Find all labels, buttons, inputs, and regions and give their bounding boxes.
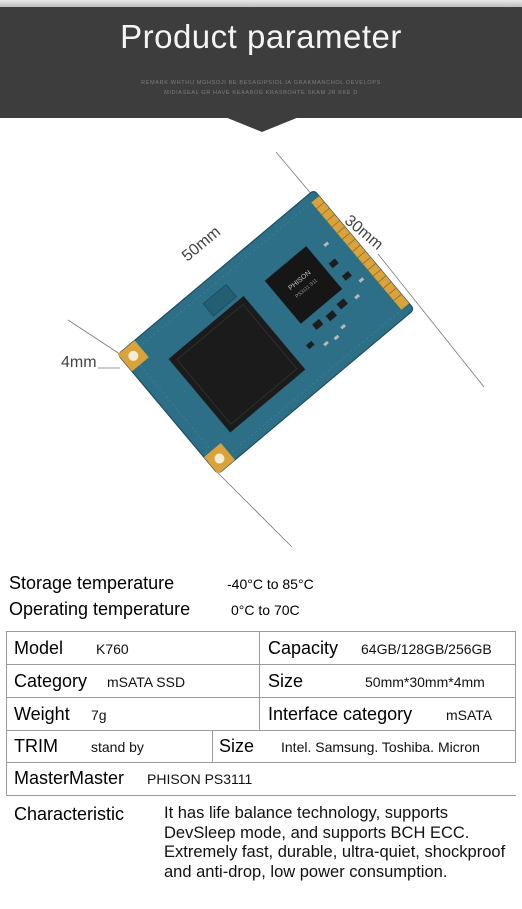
category-label: Category [14, 671, 88, 691]
weight-value: 7g [91, 707, 107, 723]
table-col-divider [6, 631, 7, 795]
storage-temperature-value: -40°C to 85°C [227, 576, 314, 592]
table-col-divider [212, 730, 213, 762]
banner-subtitle-line1: REMARK WHTHU MGHSOJI BE BESAGIPSIOL IA G… [141, 80, 381, 86]
screw-hole-bottom [214, 453, 225, 464]
compatibility-value: Intel. Samsung. Toshiba. Micron [281, 739, 480, 755]
size-label: Size [268, 671, 304, 691]
category-value: mSATA SSD [107, 674, 186, 690]
gold-edge-connector [311, 196, 410, 310]
weight-label: Weight [14, 704, 70, 724]
table-row-divider [6, 795, 516, 796]
ssd-drawing: PHISON PS3111 S11 [67, 151, 485, 548]
table-col-divider [515, 631, 516, 762]
label-sticker [202, 284, 237, 317]
trim-label: TRIM [14, 736, 58, 756]
master-label: MasterMaster [14, 768, 125, 788]
operating-temperature-label: Operating temperature [9, 599, 191, 619]
table-row-divider [6, 762, 516, 763]
interface-category-label: Interface category [268, 704, 413, 724]
table-row-divider [6, 631, 516, 632]
screw-hole-top [128, 350, 139, 361]
table-row-divider [6, 664, 516, 665]
page-title: Product parameter [120, 18, 402, 55]
trim-value: stand by [91, 739, 144, 755]
model-value: K760 [96, 641, 129, 657]
model-label: Model [14, 638, 64, 658]
characteristic-text: It has life balance technology, supports… [164, 804, 506, 881]
spec-table: Model K760 Capacity 64GB/128GB/256GB Cat… [6, 631, 516, 796]
dim-line-bottom [211, 466, 293, 548]
capacity-label: Capacity [268, 638, 339, 658]
banner-top-strip [0, 0, 522, 7]
dimension-thickness-label: 4mm [61, 354, 97, 371]
header-banner: Product parameter REMARK WHTHU MGHSOJI B… [0, 0, 522, 118]
table-row-divider [6, 697, 516, 698]
master-value: PHISON PS3111 [147, 771, 253, 787]
table-row-divider [6, 730, 516, 731]
interface-category-value: mSATA [446, 707, 493, 723]
product-illustration: PHISON PS3111 S11 50mm 30mm 4mm [0, 132, 522, 552]
smd-components [305, 258, 352, 350]
size-value: 50mm*30mm*4mm [365, 674, 485, 690]
characteristic-label: Characteristic [14, 804, 125, 824]
compatibility-label: Size [219, 736, 255, 756]
capacitors [323, 241, 365, 347]
table-col-divider [259, 631, 260, 730]
connector-pins [316, 201, 402, 301]
nand-chip-outline [176, 303, 298, 425]
dim-line-30mm [377, 253, 485, 388]
operating-temperature-value: 0°C to 70C [231, 602, 300, 618]
controller-chip [264, 246, 343, 324]
banner-subtitle-line2: MIDIASEAL GR HAVE KEAABOE KRASBOHTE SKAM… [164, 90, 358, 96]
pcb-board: PHISON PS3111 S11 [117, 191, 414, 475]
storage-temperature-label: Storage temperature [9, 573, 175, 593]
capacity-value: 64GB/128GB/256GB [361, 641, 492, 657]
nand-chip [168, 295, 306, 433]
banner-notch [225, 117, 299, 132]
